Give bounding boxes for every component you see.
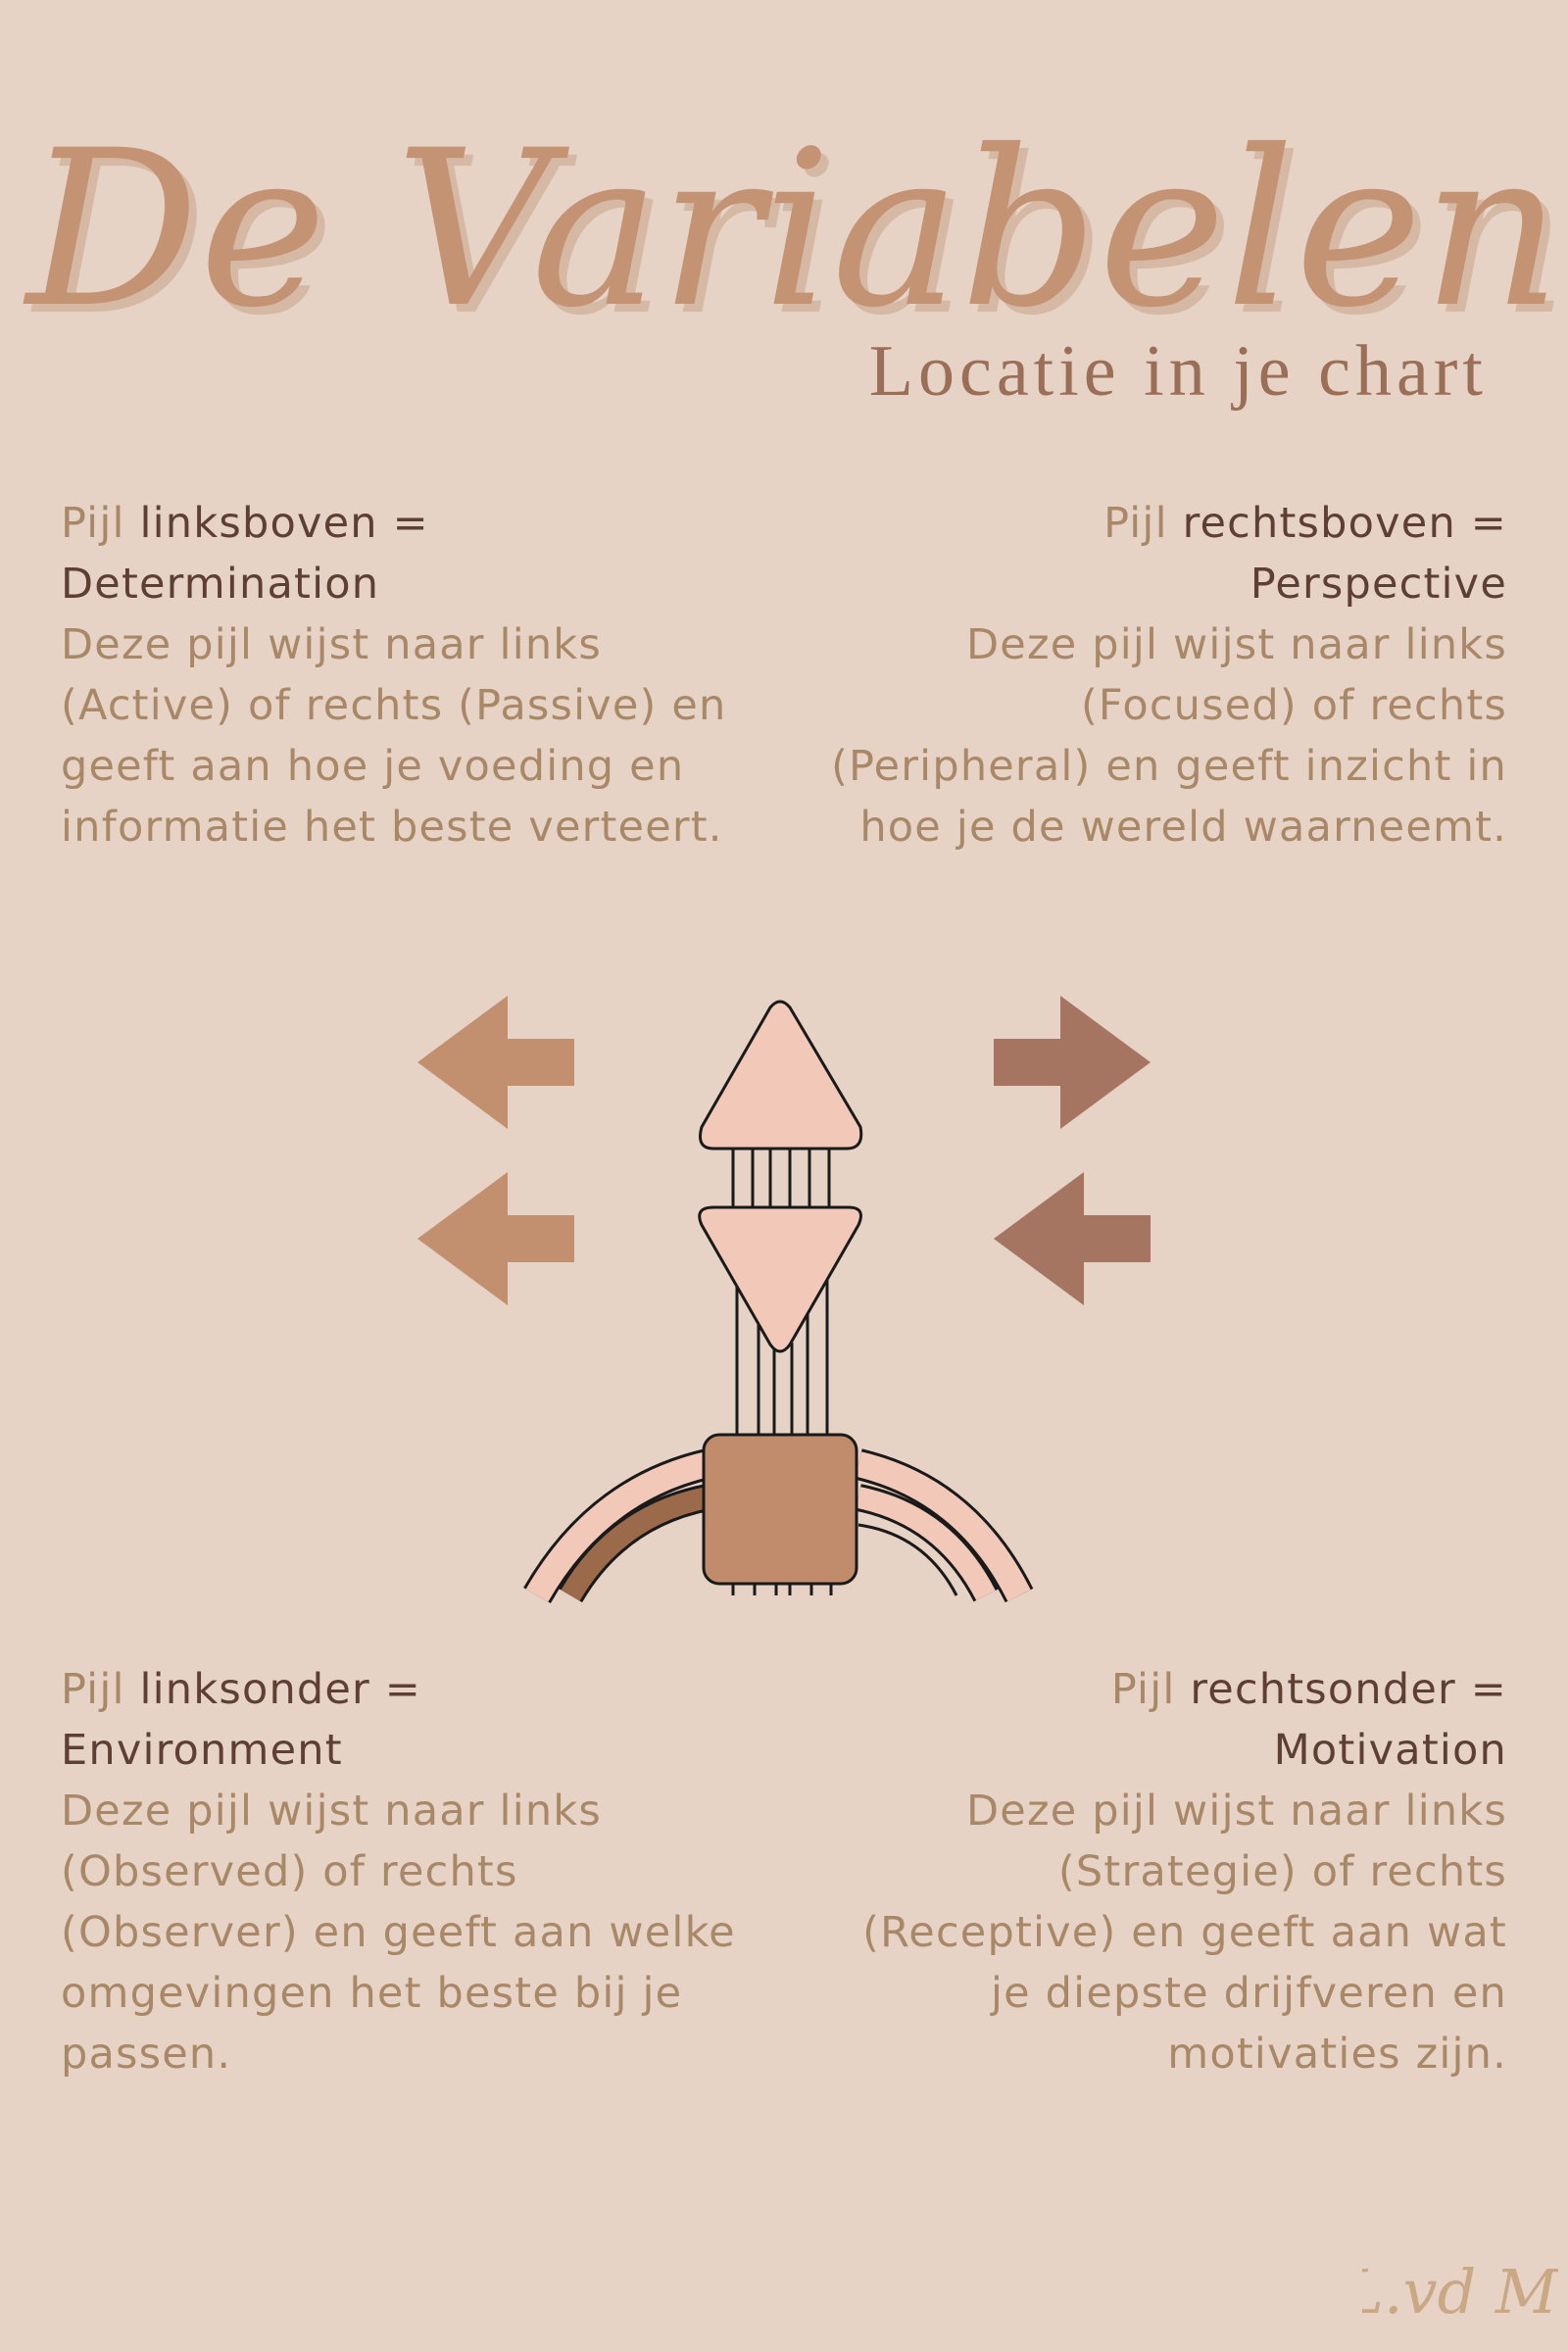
block-top-left-name: Determination: [61, 560, 380, 609]
page-title: De Variabelen: [23, 104, 1561, 355]
block-bottom-left: Pijl linksonder = Environment Deze pijl …: [61, 1659, 747, 2084]
block-top-left-position: linksboven =: [139, 499, 429, 548]
block-bottom-left-name: Environment: [61, 1726, 343, 1775]
arrow-left-icon: [417, 1172, 574, 1305]
block-top-right: Pijl rechtsboven = Perspective Deze pijl…: [821, 493, 1507, 858]
arrow-right-icon: [994, 996, 1151, 1129]
bodygraph-icon: [523, 1000, 1034, 1604]
block-top-left-prefix: Pijl: [61, 499, 140, 548]
block-top-right-description: Deze pijl wijst naar links (Focused) of …: [831, 620, 1507, 852]
block-top-right-prefix: Pijl: [1103, 499, 1183, 548]
page-title-shadow: De Variabelen: [30, 112, 1568, 363]
block-top-right-name: Perspective: [1250, 560, 1507, 609]
page-subtitle: Locatie in je chart: [868, 331, 1488, 412]
title-graphic: De Variabelen De Variabelen: [23, 104, 1568, 363]
arrow-left-icon: [994, 1172, 1151, 1305]
center-illustration: [417, 996, 1151, 1604]
block-top-left: Pijl linksboven = Determination Deze pij…: [61, 493, 747, 858]
block-bottom-left-position: linksonder =: [139, 1665, 422, 1714]
head-triangle: [699, 1000, 863, 1151]
throat-square: [702, 1433, 858, 1586]
arrow-left-icon: [417, 996, 574, 1129]
block-bottom-left-prefix: Pijl: [61, 1665, 140, 1714]
signature-logo: L.vd M.: [1362, 2256, 1558, 2328]
block-bottom-left-description: Deze pijl wijst naar links (Observed) of…: [61, 1787, 736, 2079]
block-bottom-right: Pijl rechtsonder = Motivation Deze pijl …: [821, 1659, 1507, 2084]
ajna-triangle: [698, 1205, 862, 1353]
block-bottom-right-name: Motivation: [1273, 1726, 1507, 1775]
block-top-left-description: Deze pijl wijst naar links (Active) of r…: [61, 620, 727, 852]
block-bottom-right-description: Deze pijl wijst naar links (Strategie) o…: [862, 1787, 1507, 2079]
signature-text: L.vd M.: [1362, 2256, 1558, 2328]
block-bottom-right-position: rechtsonder =: [1190, 1665, 1507, 1714]
block-top-right-position: rechtsboven =: [1182, 499, 1507, 548]
block-bottom-right-prefix: Pijl: [1110, 1665, 1191, 1714]
